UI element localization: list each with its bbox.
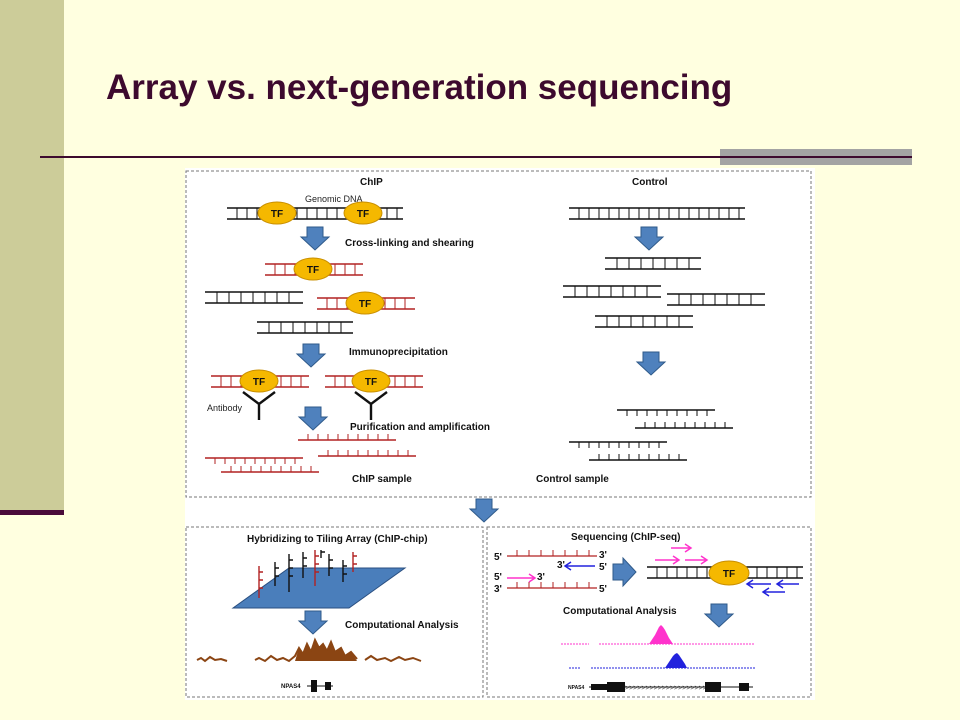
genomic-dna-label: Genomic DNA [305,194,363,204]
svg-text:TF: TF [723,569,735,580]
array-probes [258,550,357,598]
seq-reads-blue [745,579,799,597]
slide-sidebar-band [0,0,64,512]
arrow-seq-analysis [704,603,734,628]
arrow-array-analysis [298,610,328,635]
svg-text:TF: TF [307,265,319,276]
end-3-mid: 3' [557,560,565,571]
seq-template-top [507,550,597,557]
gene-model-right: >>>>>>>>>>>>>>>>>>>> [589,682,753,692]
gene-label-left: NPAS4 [281,684,301,690]
comp-analysis-left-label: Computational Analysis [345,620,459,631]
sidebar-base-bar [0,510,64,515]
gene-label-right: NPAS4 [568,685,585,691]
svg-text:TF: TF [359,299,371,310]
end-3-low: 3' [537,572,545,583]
antibody-left [242,391,276,420]
arrow-immuno [296,343,326,368]
title-rule [40,156,912,158]
tf-fragment-1: TF [293,257,333,281]
svg-text:TF: TF [271,209,283,220]
tiling-array-chip [231,567,407,609]
arrow-down-split [469,498,499,523]
chip-seq-panel-frame [486,526,812,698]
end-3-right-top: 3' [599,550,607,561]
title-rule-accent-line [720,156,912,158]
fragment-black-2 [257,321,353,334]
end-5-low: 5' [494,572,502,583]
svg-text:TF: TF [365,377,377,388]
tf-ip-left: TF [239,369,279,393]
tf-bound-left: TF [257,201,297,225]
svg-text:TF: TF [357,209,369,220]
arrow-control-shear [634,226,664,251]
tf-seq: TF [708,560,750,586]
seq-track-blue [569,653,755,669]
control-sample-label: Control sample [536,474,609,485]
seq-template-bottom [507,582,597,589]
control-genomic-strand [569,207,745,220]
tf-bound-right: TF [343,201,383,225]
tf-ip-right: TF [351,369,391,393]
end-5-top: 5' [494,552,502,563]
seq-track-magenta [561,625,755,645]
end-5-right-mid: 5' [599,562,607,573]
chip-workflow-figure: ChIP Genomic DNA TF TF Cross-linking and… [185,168,815,700]
antibody-label: Antibody [207,403,243,413]
comp-analysis-right-label: Computational Analysis [563,606,677,617]
chip-sample-fragments [205,434,416,473]
arrow-purify [298,406,328,431]
chip-heading: ChIP [360,177,383,188]
chip-chip-panel-frame [185,526,484,698]
step-purify-label: Purification and amplification [350,422,490,433]
arrow-control-purify [636,351,666,376]
chip-sample-label: ChIP sample [352,474,412,485]
fragment-black-1 [205,291,303,304]
gene-model-left [307,680,333,692]
chip-workflow-diagram: ChIP Genomic DNA TF TF Cross-linking and… [185,170,812,698]
tf-fragment-2: TF [345,291,385,315]
seq-reads-magenta [655,543,709,565]
step-crosslink-label: Cross-linking and shearing [345,238,474,249]
chip-control-panel-frame [185,170,812,498]
array-heading: Hybridizing to Tiling Array (ChIP-chip) [247,534,428,545]
arrow-crosslink [300,226,330,251]
slide-title: Array vs. next-generation sequencing [106,68,733,107]
control-sample-fragments [569,409,733,461]
primer-magenta-arrow [507,573,537,583]
end-3-bottom: 3' [494,584,502,595]
svg-text:TF: TF [253,377,265,388]
antibody-right [354,391,388,420]
seq-heading: Sequencing (ChIP-seq) [571,532,680,543]
svg-text:>>>>>>>>>>>>>>>>>>>>: >>>>>>>>>>>>>>>>>>>> [625,685,707,692]
control-fragments [563,257,765,328]
array-peak [295,640,357,661]
arrow-seq-right [612,557,637,587]
end-5-right-low: 5' [599,584,607,595]
primer-blue-arrow [563,561,595,571]
step-immuno-label: Immunoprecipitation [349,347,448,358]
control-heading: Control [632,177,668,188]
